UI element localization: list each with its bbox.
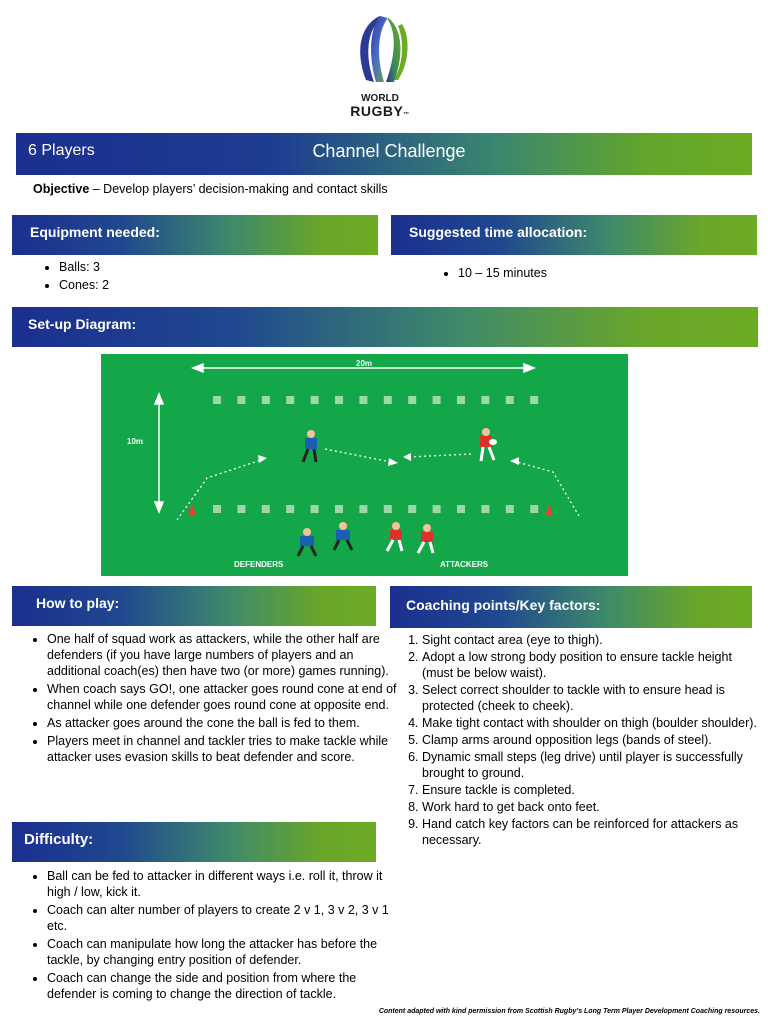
channel-marker xyxy=(310,505,319,513)
setup-diagram: 20m 10m xyxy=(101,354,628,576)
channel-marker xyxy=(237,505,246,513)
channel-marker xyxy=(383,505,392,513)
width-arrow xyxy=(190,362,537,374)
objective-line: Objective – Develop players’ decision-ma… xyxy=(33,182,388,196)
list-item: Make tight contact with shoulder on thig… xyxy=(422,715,764,731)
list-item: Select correct shoulder to tackle with t… xyxy=(422,682,764,714)
coaching-heading: Coaching points/Key factors: xyxy=(406,597,601,613)
field xyxy=(101,354,628,576)
how-to-play-list: One half of squad work as attackers, whi… xyxy=(21,631,399,767)
list-item: Ensure tackle is completed. xyxy=(422,782,764,798)
logo-line2: RUGBY™ xyxy=(340,104,420,122)
bottom-channel-markers xyxy=(213,505,539,513)
equipment-heading: Equipment needed: xyxy=(30,224,160,240)
top-channel-markers xyxy=(213,396,539,404)
attackers-label: ATTACKERS xyxy=(440,560,489,569)
list-item: When coach says GO!, one attacker goes r… xyxy=(47,681,399,713)
channel-marker xyxy=(481,505,490,513)
time-heading-bar: Suggested time allocation: xyxy=(391,215,757,255)
channel-marker xyxy=(359,505,368,513)
logo-word: RUGBY xyxy=(350,103,404,119)
players-count: 6 Players xyxy=(28,142,95,159)
title-bar: 6 Players Channel Challenge xyxy=(16,133,752,175)
list-item: Work hard to get back onto feet. xyxy=(422,799,764,815)
height-arrow xyxy=(153,391,165,515)
channel-marker xyxy=(286,396,295,404)
world-rugby-logo: WORLD RUGBY™ xyxy=(340,10,420,120)
how-to-play-heading: How to play: xyxy=(36,595,120,611)
list-item: 10 – 15 minutes xyxy=(458,265,758,281)
equipment-heading-bar: Equipment needed: xyxy=(12,215,378,255)
list-item: Balls: 3 xyxy=(59,259,379,275)
setup-heading-bar: Set-up Diagram: xyxy=(12,307,758,347)
list-item: Adopt a low strong body position to ensu… xyxy=(422,649,764,681)
rugby-ball-logo-icon xyxy=(360,16,408,82)
path-arrowheads xyxy=(258,453,519,466)
channel-marker xyxy=(481,396,490,404)
channel-marker xyxy=(505,505,514,513)
channel-marker xyxy=(530,396,539,404)
cone-left xyxy=(188,504,196,516)
channel-marker xyxy=(457,396,465,404)
field-svg: 20m 10m xyxy=(101,354,628,576)
cone-right xyxy=(545,504,553,516)
channel-marker xyxy=(359,396,368,404)
coaching-list: Sight contact area (eye to thigh). Adopt… xyxy=(404,632,764,849)
channel-marker xyxy=(335,396,343,404)
channel-marker xyxy=(335,505,343,513)
channel-marker xyxy=(408,396,417,404)
list-item: Players meet in channel and tackler trie… xyxy=(47,733,399,765)
defender-player xyxy=(301,430,318,463)
channel-marker xyxy=(261,396,270,404)
list-item: As attacker goes around the cone the bal… xyxy=(47,715,399,731)
difficulty-heading-bar: Difficulty: xyxy=(12,822,376,862)
logo-line1: WORLD xyxy=(361,93,399,104)
page-title: Channel Challenge xyxy=(312,141,466,161)
run-paths xyxy=(176,448,580,521)
attackers-group xyxy=(385,522,435,554)
difficulty-heading: Difficulty: xyxy=(24,831,94,848)
list-item: Coach can alter number of players to cre… xyxy=(47,902,397,934)
time-list: 10 – 15 minutes xyxy=(432,265,758,283)
list-item: Coach can change the side and position f… xyxy=(47,970,397,1002)
time-heading: Suggested time allocation: xyxy=(409,224,588,240)
objective-label: Objective xyxy=(33,182,90,196)
channel-marker xyxy=(530,505,539,513)
list-item: Hand catch key factors can be reinforced… xyxy=(422,816,764,848)
channel-marker xyxy=(237,396,246,404)
list-item: Clamp arms around opposition legs (bands… xyxy=(422,732,764,748)
list-item: Coach can manipulate how long the attack… xyxy=(47,936,397,968)
footer-credit: Content adapted with kind permission fro… xyxy=(378,1008,760,1015)
coaching-heading-bar: Coaching points/Key factors: xyxy=(390,586,752,628)
channel-marker xyxy=(213,396,221,404)
channel-marker xyxy=(432,396,441,404)
list-item: One half of squad work as attackers, whi… xyxy=(47,631,399,679)
channel-marker xyxy=(383,396,392,404)
channel-marker xyxy=(457,505,465,513)
channel-marker xyxy=(432,505,441,513)
list-item: Dynamic small steps (leg drive) until pl… xyxy=(422,749,764,781)
height-label: 10m xyxy=(127,437,143,446)
list-item: Cones: 2 xyxy=(59,277,379,293)
difficulty-list: Ball can be fed to attacker in different… xyxy=(21,868,397,1004)
attacker-player xyxy=(479,428,497,462)
channel-marker xyxy=(213,505,221,513)
width-label: 20m xyxy=(356,359,372,368)
how-to-play-heading-bar: How to play: xyxy=(12,586,376,626)
objective-text: – Develop players’ decision-making and c… xyxy=(89,182,388,196)
channel-marker xyxy=(408,505,417,513)
channel-marker xyxy=(286,505,295,513)
list-item: Sight contact area (eye to thigh). xyxy=(422,632,764,648)
channel-marker xyxy=(261,505,270,513)
list-item: Ball can be fed to attacker in different… xyxy=(47,868,397,900)
defenders-label: DEFENDERS xyxy=(234,560,284,569)
equipment-list: Balls: 3 Cones: 2 xyxy=(33,259,379,295)
setup-heading: Set-up Diagram: xyxy=(28,316,137,332)
logo-tm: ™ xyxy=(403,112,410,118)
defenders-group xyxy=(296,522,354,557)
channel-marker xyxy=(505,396,514,404)
channel-marker xyxy=(310,396,319,404)
